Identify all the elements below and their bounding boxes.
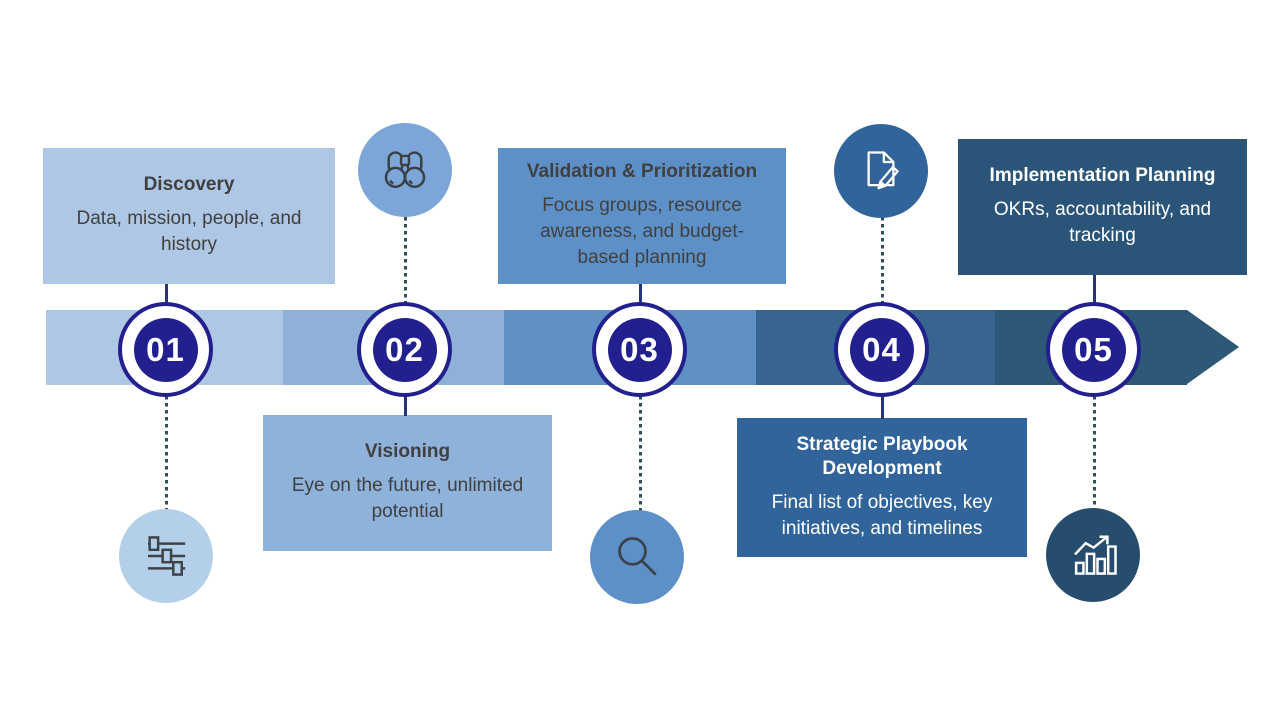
step-02-icon-circle	[358, 123, 452, 217]
step-03-circle: 03	[592, 302, 687, 397]
step-01-circle: 01	[118, 302, 213, 397]
step-description: Final list of objectives, key initiative…	[771, 491, 993, 539]
step-description: Eye on the future, unlimited potential	[291, 475, 524, 523]
step-04-circle: 04	[834, 302, 929, 397]
step-03-connector-dotted	[638, 396, 642, 511]
step-03-connector-solid	[638, 284, 642, 303]
step-02-connector-solid	[403, 396, 407, 416]
step-02-circle: 02	[357, 302, 452, 397]
step-description: Data, mission, people, and history	[76, 208, 302, 256]
step-description: Focus groups, resource awareness, and bu…	[540, 195, 744, 269]
step-04-box: Strategic Playbook Development Final lis…	[737, 418, 1027, 557]
step-03-box: Validation & Prioritization Focus groups…	[498, 148, 786, 284]
step-number: 05	[1061, 317, 1126, 382]
document-pencil-icon	[867, 151, 899, 190]
step-title: Visioning	[364, 441, 451, 463]
step-01-connector-dotted	[164, 396, 168, 510]
step-03-icon-circle	[590, 510, 684, 604]
step-02-box: Visioning Eye on the future, unlimited p…	[263, 415, 552, 551]
step-05-connector-dotted	[1092, 396, 1096, 509]
sliders-icon	[148, 536, 186, 576]
step-description: OKRs, accountability, and tracking	[993, 199, 1212, 247]
step-number: 03	[607, 317, 672, 382]
step-number: 04	[849, 317, 914, 382]
step-04-icon-circle	[834, 124, 928, 218]
step-04-connector-solid	[880, 396, 884, 419]
step-04-connector-dotted	[880, 217, 884, 303]
step-05-box: Implementation Planning OKRs, accountabi…	[958, 139, 1247, 275]
step-number: 01	[133, 317, 198, 382]
chart-growth-icon	[1074, 535, 1117, 575]
step-02-connector-dotted	[403, 217, 407, 303]
step-01-box: Discovery Data, mission, people, and his…	[43, 148, 335, 284]
step-title: Discovery	[143, 174, 235, 196]
timeline-arrowhead-icon	[1187, 310, 1239, 384]
binoculars-icon	[384, 151, 426, 188]
step-05-icon-circle	[1046, 508, 1140, 602]
step-05-connector-solid	[1092, 275, 1096, 303]
magnifier-icon	[618, 537, 657, 576]
step-title: Validation & Prioritization	[526, 161, 758, 183]
step-01-connector-solid	[164, 284, 168, 303]
step-number: 02	[372, 317, 437, 382]
step-title: Implementation Planning	[989, 165, 1216, 187]
step-01-icon-circle	[119, 509, 213, 603]
step-05-circle: 05	[1046, 302, 1141, 397]
step-title: Strategic Playbook Development	[796, 434, 968, 479]
